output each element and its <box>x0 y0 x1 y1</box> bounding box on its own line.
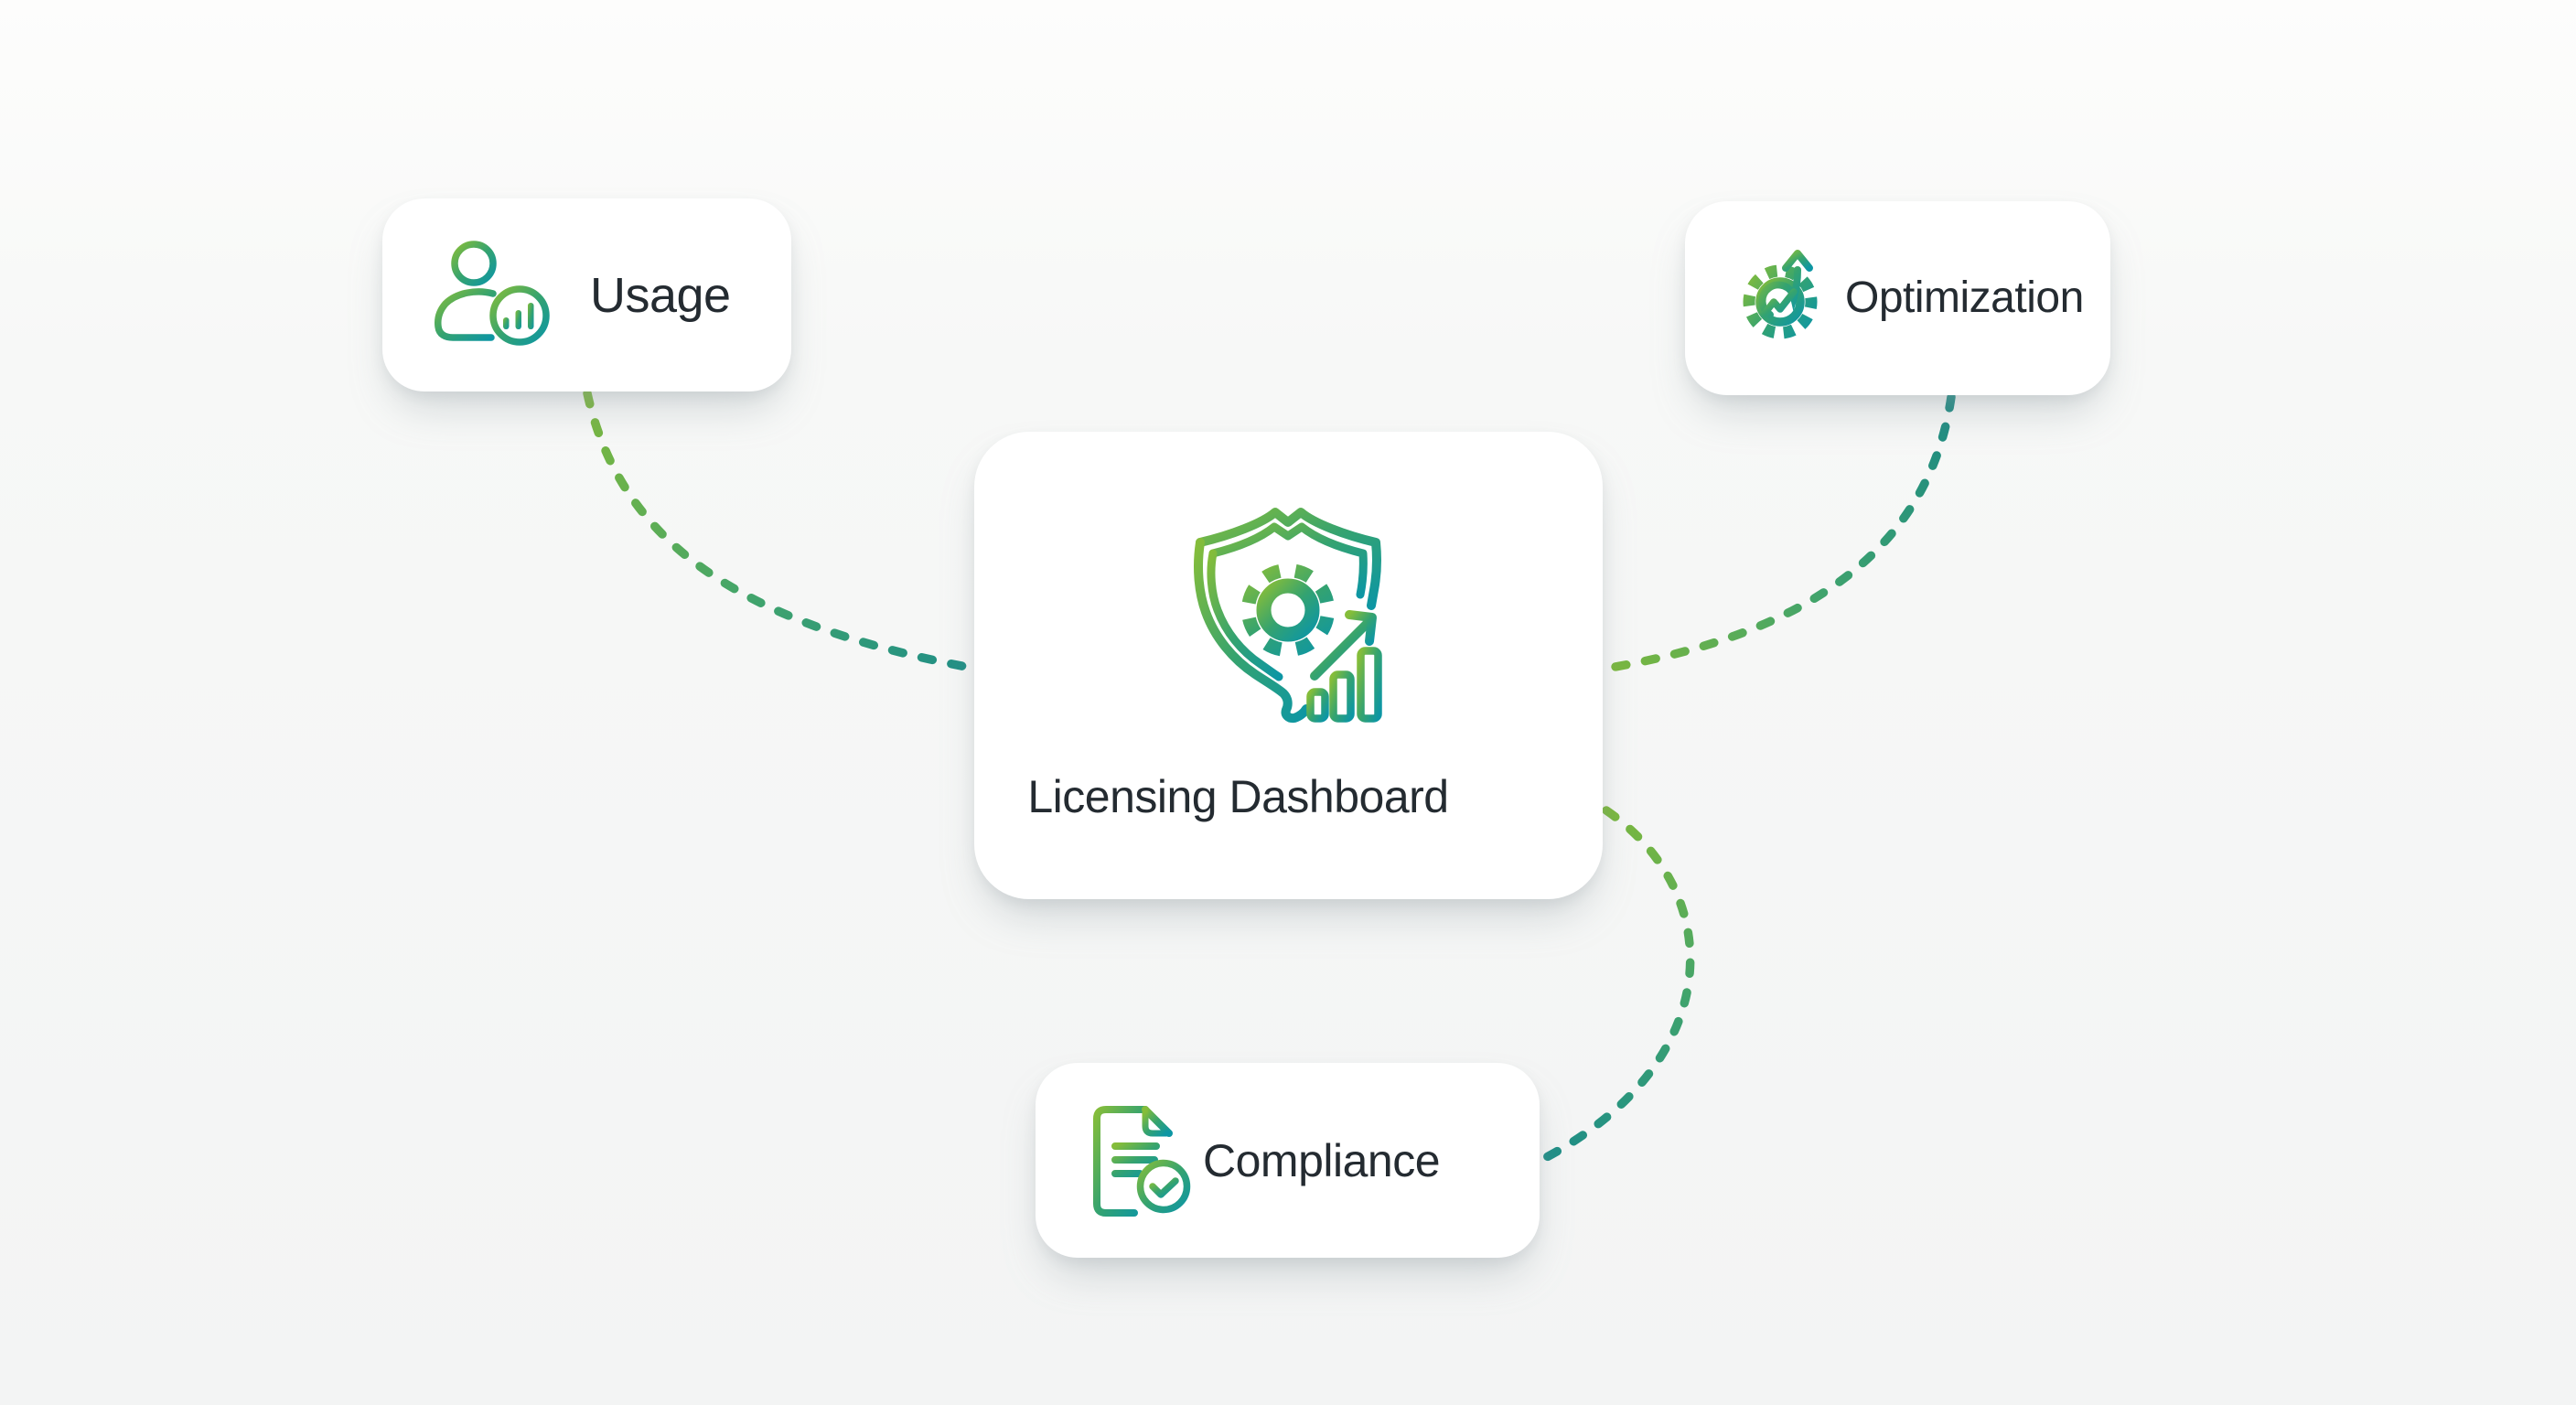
node-usage-label: Usage <box>590 267 731 323</box>
connector-center-compliance <box>1537 806 1695 1164</box>
node-optimization-label: Optimization <box>1845 273 2084 322</box>
user-analytics-icon <box>435 241 550 346</box>
document-check-icon <box>1093 1105 1191 1217</box>
node-licensing-dashboard-label: Licensing Dashboard <box>1027 771 1449 822</box>
connector-usage-center <box>583 389 981 673</box>
node-optimization[interactable]: Optimization <box>1685 201 2110 395</box>
shield-gear-growth-icon <box>1193 508 1382 724</box>
node-compliance-label: Compliance <box>1203 1134 1441 1186</box>
node-licensing-dashboard[interactable]: Licensing Dashboard <box>974 432 1603 899</box>
connector-optimization-center <box>1600 392 1956 673</box>
node-usage[interactable]: Usage <box>382 198 791 391</box>
node-compliance[interactable]: Compliance <box>1036 1063 1540 1258</box>
gear-up-arrow-icon <box>1743 250 1818 339</box>
